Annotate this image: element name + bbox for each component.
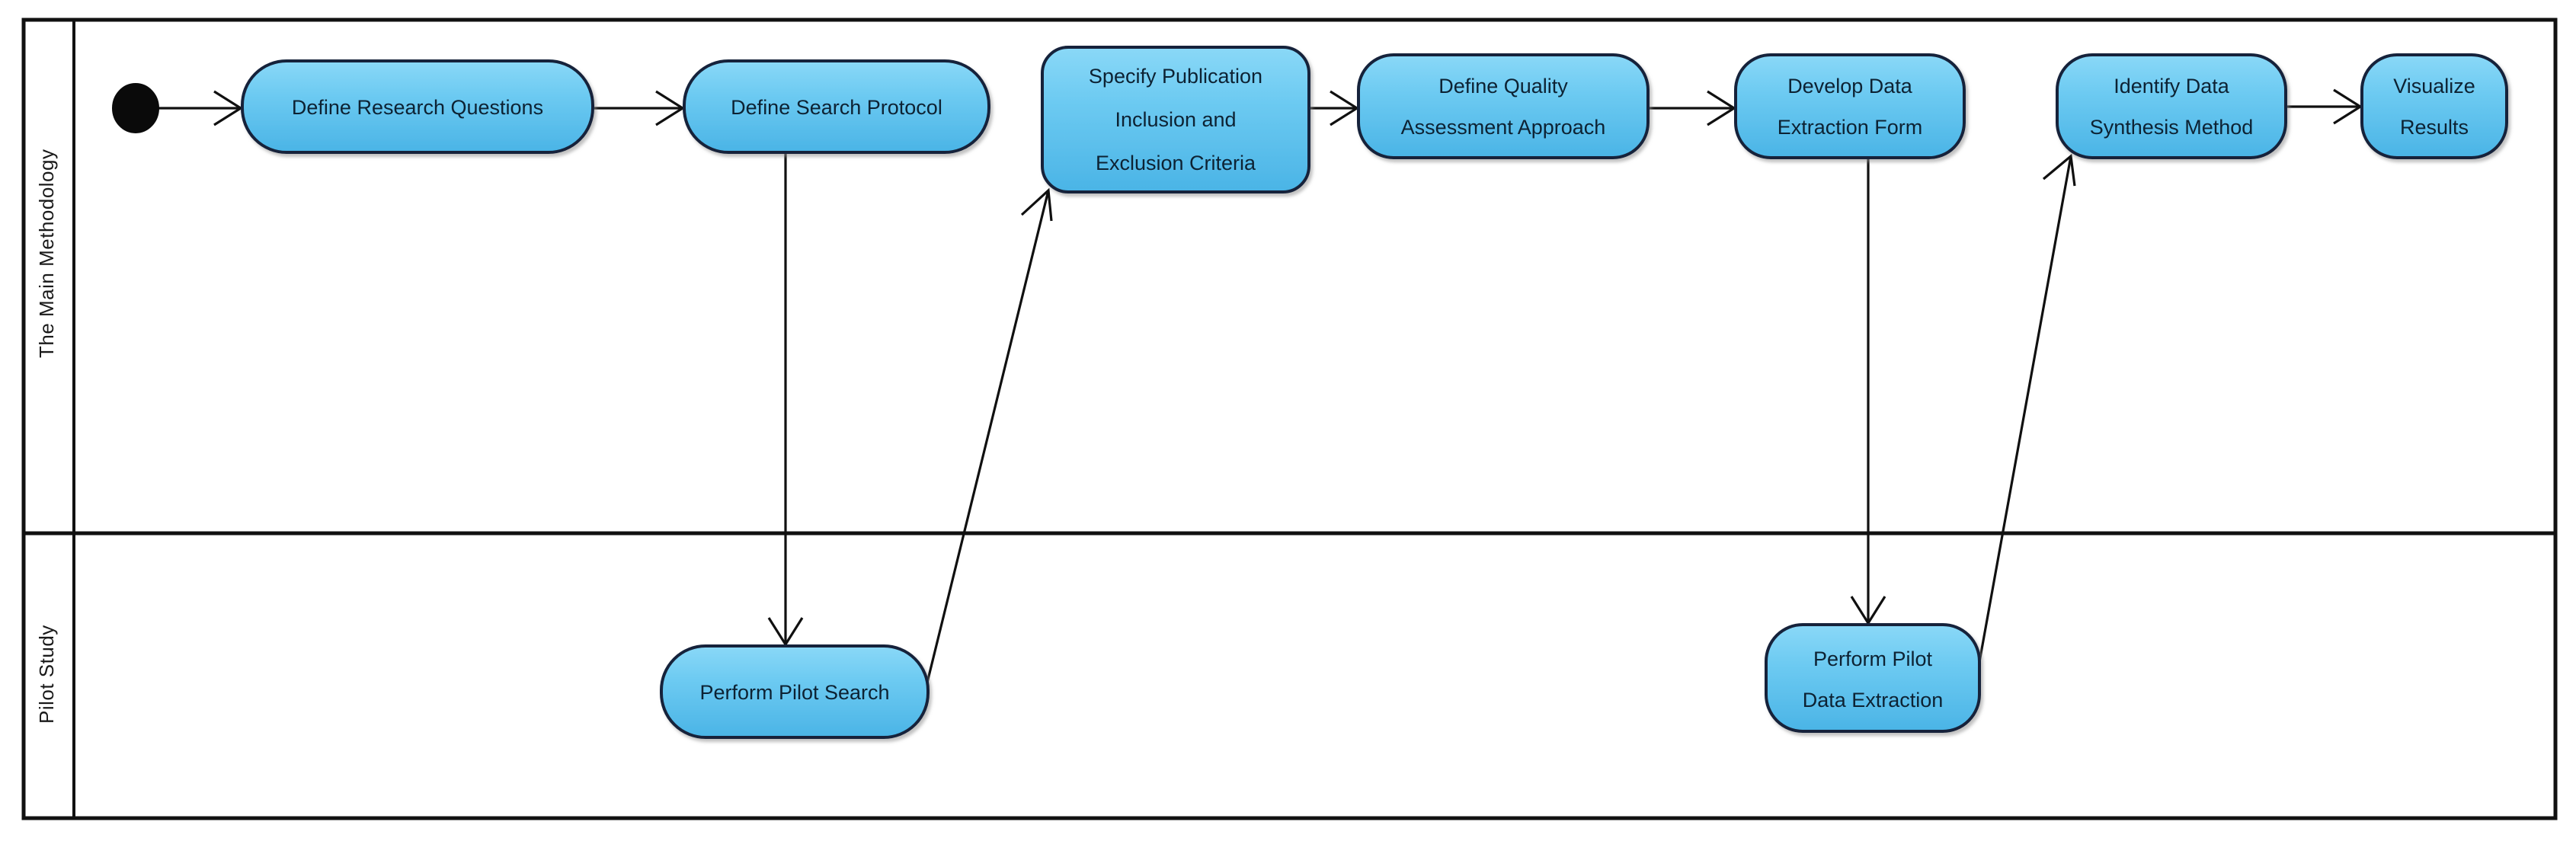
- edge-criteria-to-quality: [1309, 90, 1360, 126]
- activity-node-define-research-questions[interactable]: Define Research Questions: [241, 59, 594, 154]
- activity-node-label: Perform Pilot Search: [699, 681, 889, 704]
- activity-node-identify-data-synthesis-method[interactable]: Identify Data Synthesis Method: [2056, 53, 2287, 159]
- edge-pilot-extraction-to-synthesis: [1976, 153, 2076, 671]
- activity-node-shape[interactable]: [1357, 53, 1650, 159]
- edge-start-to-rq: [158, 90, 244, 126]
- activity-node-perform-pilot-data-extraction[interactable]: Perform Pilot Data Extraction: [1765, 623, 1981, 733]
- activity-node-develop-data-extraction-form[interactable]: Develop Data Extraction Form: [1734, 53, 1966, 159]
- activity-node-shape[interactable]: [2360, 53, 2508, 159]
- activity-node-label-line-1: Perform Pilot: [1813, 648, 1933, 670]
- activity-node-label-line-1: Develop Data: [1787, 75, 1913, 98]
- edge-extraction-form-to-pilot-extraction: [1850, 158, 1886, 626]
- activity-node-shape[interactable]: [683, 59, 990, 154]
- edge-synthesis-to-visualize: [2286, 88, 2363, 125]
- swimlane-pilot-study: [21, 531, 2558, 820]
- activity-node-label-line-2: Synthesis Method: [2090, 116, 2254, 139]
- activity-node-label-line-3: Exclusion Criteria: [1096, 152, 1256, 174]
- activity-node-label-line-1: Define Quality: [1438, 75, 1568, 98]
- activity-node-shape[interactable]: [241, 59, 594, 154]
- edges-group: [158, 88, 2363, 686]
- swimlane-group: The Main Methodology Pilot Study: [21, 18, 2558, 820]
- activity-node-label-line-2: Extraction Form: [1778, 116, 1923, 139]
- activity-node-shape[interactable]: [2056, 53, 2287, 159]
- activity-node-define-search-protocol[interactable]: Define Search Protocol: [683, 59, 990, 154]
- activity-node-shape[interactable]: [1765, 623, 1981, 733]
- activity-node-label-line-2: Results: [2400, 116, 2469, 139]
- activity-node-perform-pilot-search[interactable]: Perform Pilot Search: [660, 644, 930, 739]
- swimlane-main-methodology-label: The Main Methodology: [35, 149, 58, 358]
- activity-node-label: Define Research Questions: [292, 96, 543, 119]
- activity-node-shape[interactable]: [1041, 46, 1310, 193]
- activity-node-label-line-1: Visualize: [2393, 75, 2475, 98]
- edge-rq-to-protocol: [593, 90, 686, 126]
- activity-node-label-line-2: Inclusion and: [1115, 108, 1236, 131]
- edge-protocol-to-pilot-search: [767, 152, 804, 648]
- activity-node-shape[interactable]: [1734, 53, 1966, 159]
- activity-node-label-line-2: Data Extraction: [1803, 689, 1944, 711]
- activity-node-label: Define Search Protocol: [731, 96, 942, 119]
- activity-node-shape[interactable]: [660, 644, 930, 739]
- activity-node-define-quality-assessment-approach[interactable]: Define Quality Assessment Approach: [1357, 53, 1650, 159]
- activity-node-label-line-2: Assessment Approach: [1401, 116, 1606, 139]
- start-node[interactable]: [112, 83, 159, 133]
- activity-node-specify-publication-criteria[interactable]: Specify Publication Inclusion and Exclus…: [1041, 46, 1310, 193]
- swimlane-pilot-study-label: Pilot Study: [35, 625, 58, 724]
- activity-node-label-line-1: Specify Publication: [1089, 65, 1262, 88]
- edge-quality-to-extraction-form: [1648, 90, 1737, 126]
- edge-pilot-search-to-criteria: [925, 187, 1053, 686]
- start-node-circle[interactable]: [112, 83, 159, 133]
- activity-node-label-line-1: Identify Data: [2114, 75, 2230, 98]
- activity-node-visualize-results[interactable]: Visualize Results: [2360, 53, 2508, 159]
